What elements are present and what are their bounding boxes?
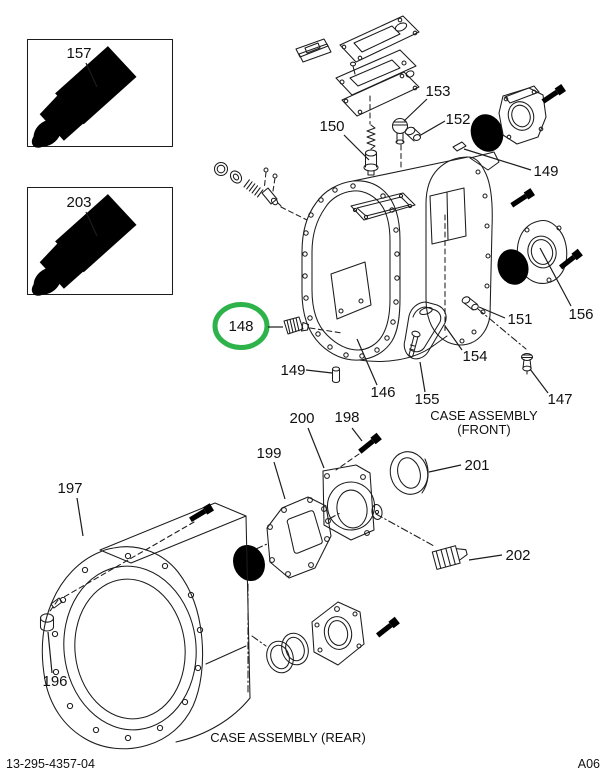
part-label-199[interactable]: 199 [256, 445, 281, 462]
inset-frame [26, 186, 174, 296]
plug-151-drawing [461, 296, 527, 350]
leader-line-196 [47, 631, 53, 674]
valve-147-drawing [520, 352, 534, 375]
leader-line-147 [529, 368, 549, 394]
caption-rear: CASE ASSEMBLY (REAR) [210, 730, 366, 745]
shift-cover-stack-drawing [295, 15, 420, 171]
part-label-150[interactable]: 150 [319, 118, 344, 135]
part-label-201[interactable]: 201 [464, 457, 489, 474]
part-label-202[interactable]: 202 [505, 547, 530, 564]
spring-plug-150-drawing [363, 124, 379, 176]
mid-bearing-drawing [227, 540, 271, 586]
footer-page-code: A06 [578, 757, 600, 771]
part-labels: 157 203 153 150 152 149 156 151 148 149 146 154 155 1… [42, 45, 593, 690]
highlight-circle-148 [212, 302, 270, 350]
leader-line-203 [85, 211, 98, 237]
leader-line-197 [76, 497, 84, 537]
rear-case-drawing [39, 502, 251, 750]
part-label-203[interactable]: 203 [66, 194, 91, 211]
rear-cover-parts-drawing [251, 601, 400, 674]
part-label-157[interactable]: 157 [66, 45, 91, 62]
screw-155-drawing [408, 330, 421, 359]
leader-line-200 [307, 427, 325, 469]
part-label-147[interactable]: 147 [547, 391, 572, 408]
inset-box-203 [26, 186, 174, 300]
leader-line-151 [478, 306, 506, 319]
pin-149-front-drawing [331, 366, 341, 384]
part-label-153[interactable]: 153 [425, 83, 450, 100]
part-label-155[interactable]: 155 [414, 391, 439, 408]
leader-line-149-front [305, 369, 333, 374]
mid-assembly-drawing [227, 432, 468, 586]
caption-front-line2: (FRONT) [457, 422, 510, 437]
leader-line-201 [428, 464, 462, 473]
leader-line-155 [419, 361, 426, 393]
leader-line-199 [273, 461, 286, 500]
bearing-retainer-plate-drawing [498, 85, 547, 145]
leader-line-153 [403, 98, 428, 122]
breather-153-drawing [391, 117, 409, 145]
part-label-198[interactable]: 198 [334, 409, 359, 426]
part-label-154[interactable]: 154 [462, 348, 487, 365]
retainer-200-drawing [322, 464, 383, 541]
part-label-149-top[interactable]: 149 [533, 163, 558, 180]
part-label-148[interactable]: 148 [228, 318, 253, 335]
leader-line-202 [468, 554, 503, 561]
inset-frame [26, 38, 174, 148]
pin-196-drawing [39, 597, 63, 632]
part-label-151[interactable]: 151 [507, 311, 532, 328]
leader-line-150 [343, 134, 370, 161]
leader-line-157 [85, 62, 98, 88]
front-top-bearing-drawing [465, 109, 509, 157]
leader-line-154 [444, 325, 463, 351]
gasket-154-drawing [403, 301, 447, 360]
caption-front-line1: CASE ASSEMBLY [430, 408, 538, 423]
leader-line-152 [418, 120, 446, 137]
front-case-drawing [301, 141, 500, 362]
part-label-197[interactable]: 197 [57, 480, 82, 497]
part-label-156[interactable]: 156 [568, 306, 593, 323]
leader-line-149-top [463, 148, 532, 171]
gasket-199-drawing [266, 496, 332, 579]
plug-202-drawing [431, 545, 468, 570]
leader-line-156 [539, 247, 572, 307]
footer-part-number: 13-295-4357-04 [6, 757, 95, 771]
seal-retainer-156-drawing [516, 220, 568, 284]
seal-201-drawing [389, 451, 429, 495]
plug-148-drawing [283, 316, 343, 335]
part-label-200[interactable]: 200 [289, 410, 314, 427]
bolt-198-drawing [335, 432, 382, 471]
inset-box-157 [26, 38, 174, 152]
part-label-146[interactable]: 146 [370, 384, 395, 401]
leader-line-146 [356, 338, 378, 386]
part-label-152[interactable]: 152 [445, 111, 470, 128]
part-label-196[interactable]: 196 [42, 673, 67, 690]
detent-plunger-drawing [213, 161, 308, 221]
part-label-149-front[interactable]: 149 [280, 362, 305, 379]
leader-line-198 [351, 427, 363, 442]
plug-152-drawing [404, 126, 422, 142]
